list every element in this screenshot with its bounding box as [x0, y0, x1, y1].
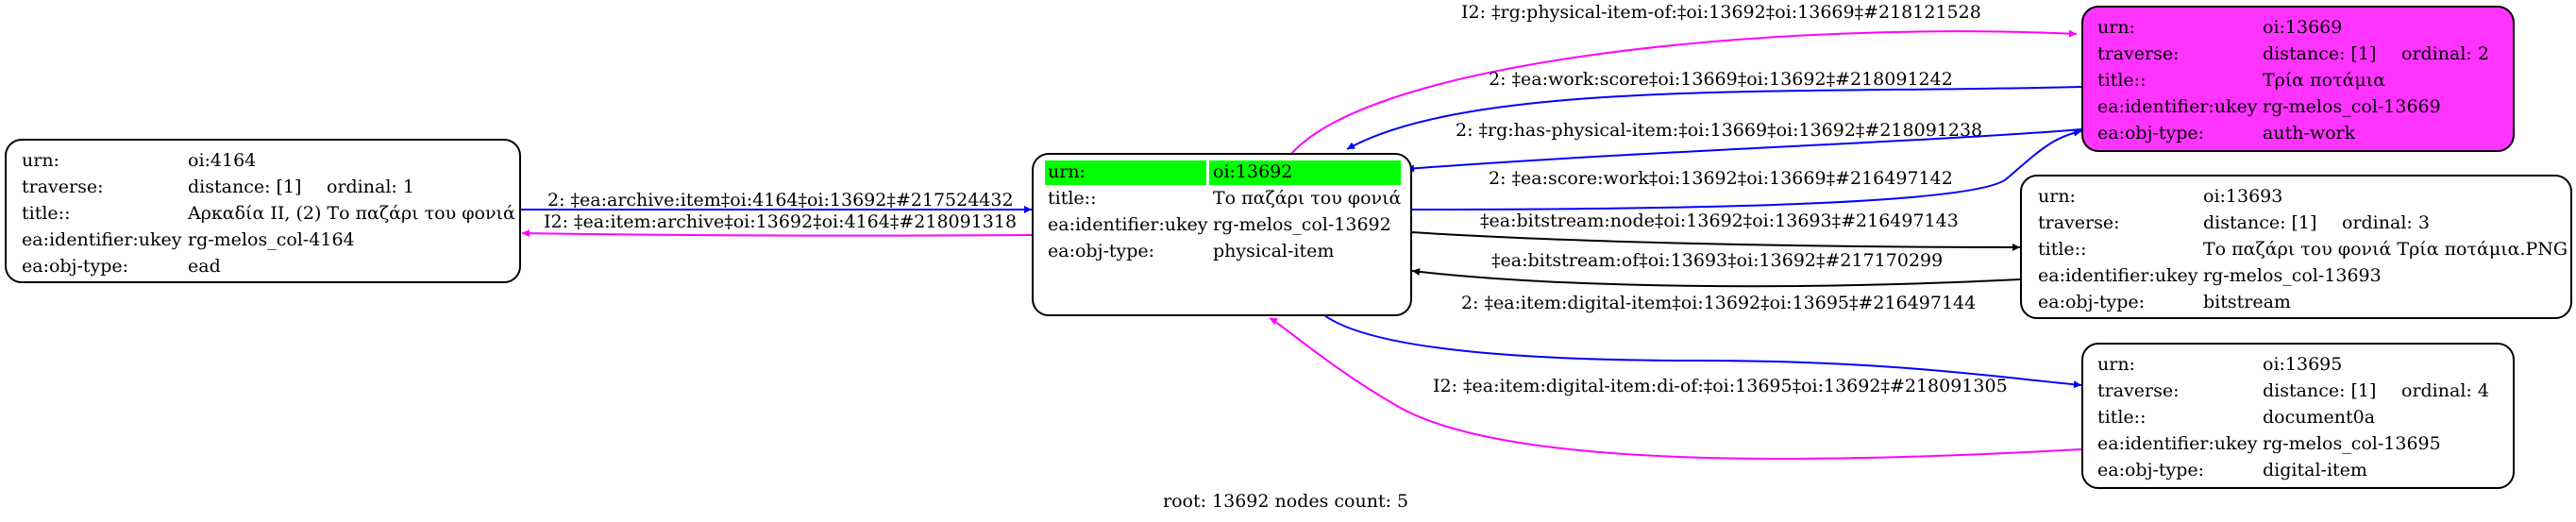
edge-label-e5: ‡ea:bitstream:node‡oi:13692‡oi:13693‡#21… [1480, 210, 1959, 231]
field-key: title:: [22, 203, 71, 224]
field-value: auth-work [2263, 123, 2356, 143]
field-key: traverse: [2097, 380, 2180, 401]
edge-e2-line [1346, 86, 2082, 150]
field-key: title:: [2097, 70, 2147, 91]
field-key: ea:obj-type: [2097, 123, 2205, 143]
edge-label-e8: I2: ‡ea:item:digital-item:di-of:‡oi:1369… [1433, 376, 2008, 396]
field-value: Το παζάρι του φονιά Τρία ποτάμια.PNG [2203, 239, 2568, 260]
field-key: ea:identifier:ukey [2097, 433, 2258, 454]
node-oi-13669[interactable]: urn: oi:13669 traverse: distance: [1] ordin… [2081, 6, 2515, 152]
field-value: bitstream [2203, 292, 2291, 312]
field-value: rg-melos_col-13695 [2263, 433, 2441, 454]
edge-e1-line [1290, 29, 2078, 155]
edge-label-e7: 2: ‡ea:item:digital-item‡oi:13692‡oi:136… [1461, 293, 1977, 313]
field-value: distance: [1] [2263, 380, 2377, 401]
field-value: oi:13695 [2263, 354, 2343, 375]
field-key: ea:obj-type: [22, 256, 129, 277]
field-key: traverse: [22, 177, 104, 197]
field-value: Τρία ποτάμια [2263, 70, 2386, 91]
field-value: physical-item [1213, 241, 1335, 261]
field-key: title:: [2097, 407, 2147, 428]
node-row-root-urn: urn: oi:13692 [1045, 160, 1404, 185]
field-value: Αρκαδία ΙΙ, (2) Το παζάρι του φονιά [188, 203, 515, 224]
edge-label-e9: 2: ‡ea:archive:item‡oi:4164‡oi:13692‡#21… [547, 190, 1014, 210]
field-key: ea:identifier:ukey [2038, 265, 2198, 286]
field-key: urn: [2097, 17, 2135, 38]
field-value: distance: [1] [2263, 43, 2377, 64]
field-extra: ordinal: 3 [2342, 212, 2430, 233]
field-key: ea:identifier:ukey [22, 229, 182, 250]
field-key: ea:obj-type: [2097, 460, 2205, 480]
field-key: urn: [2097, 354, 2135, 375]
field-value: distance: [1] [188, 177, 302, 197]
root-highlight-key [1045, 160, 1206, 185]
node-oi-13695[interactable]: urn: oi:13695 traverse: distance: [1] ordin… [2081, 343, 2515, 489]
node-oi-13693[interactable]: urn: oi:13693 traverse: distance: [1] ordin… [2020, 175, 2572, 319]
root-highlight-value [1209, 160, 1401, 185]
field-key: urn: [1048, 161, 1086, 182]
graph-caption: root: 13692 nodes count: 5 [1163, 491, 1409, 512]
field-key: title:: [1048, 188, 1097, 209]
edge-e7-line [1323, 314, 2082, 389]
field-value: Το παζάρι του φονιά [1213, 188, 1402, 209]
field-value: document0a [2263, 407, 2376, 428]
node-oi-13692-root[interactable]: urn:oi:13692 title::Το παζάρι του φονιά … [1032, 153, 1412, 316]
field-key: urn: [22, 150, 59, 171]
edge-label-e2: 2: ‡ea:work:score‡oi:13669‡oi:13692‡#218… [1489, 69, 1953, 90]
field-key: ea:obj-type: [1048, 241, 1155, 261]
field-key: ea:obj-type: [2038, 292, 2146, 312]
field-value: ead [188, 256, 221, 277]
edge-label-e3: 2: ‡rg:has-physical-item:‡oi:13669‡oi:13… [1456, 120, 1983, 141]
field-value: rg-melos_col-4164 [188, 229, 355, 250]
field-value: rg-melos_col-13669 [2263, 96, 2441, 117]
node-oi-4164[interactable]: urn: oi:4164 traverse: distance: [1] ordina… [5, 139, 521, 283]
field-value: oi:4164 [188, 150, 257, 171]
field-value: oi:13692 [1213, 161, 1293, 182]
edge-label-e4: 2: ‡ea:score:work‡oi:13692‡oi:13669‡#216… [1489, 168, 1953, 189]
field-key: traverse: [2038, 212, 2120, 233]
field-extra: ordinal: 4 [2401, 380, 2489, 401]
field-key: title:: [2038, 239, 2087, 260]
edge-label-e10: I2: ‡ea:item:archive‡oi:13692‡oi:4164‡#2… [544, 211, 1018, 232]
field-value: rg-melos_col-13693 [2203, 265, 2382, 286]
edge-e8-line [1269, 317, 2082, 461]
edge-e4-line [1410, 128, 2082, 210]
field-extra: ordinal: 2 [2401, 43, 2489, 64]
field-value: rg-melos_col-13692 [1213, 214, 1391, 235]
field-key: traverse: [2097, 43, 2180, 64]
edge-e10-line [521, 229, 1033, 238]
edge-e5-line [1410, 231, 2021, 251]
field-value: oi:13669 [2263, 17, 2343, 38]
edge-e6-line [1411, 267, 2021, 288]
edge-label-e1: I2: ‡rg:physical-item-of:‡oi:13692‡oi:13… [1461, 2, 1981, 23]
field-value: distance: [1] [2203, 212, 2317, 233]
field-value: oi:13693 [2203, 186, 2283, 207]
field-key: ea:identifier:ukey [1048, 214, 1208, 235]
edge-e3-line [1406, 128, 2082, 173]
field-extra: ordinal: 1 [327, 177, 414, 197]
field-key: urn: [2038, 186, 2076, 207]
edge-label-e6: ‡ea:bitstream:of‡oi:13693‡oi:13692‡#2171… [1491, 250, 1944, 271]
field-value: digital-item [2263, 460, 2367, 480]
field-key: ea:identifier:ukey [2097, 96, 2258, 117]
